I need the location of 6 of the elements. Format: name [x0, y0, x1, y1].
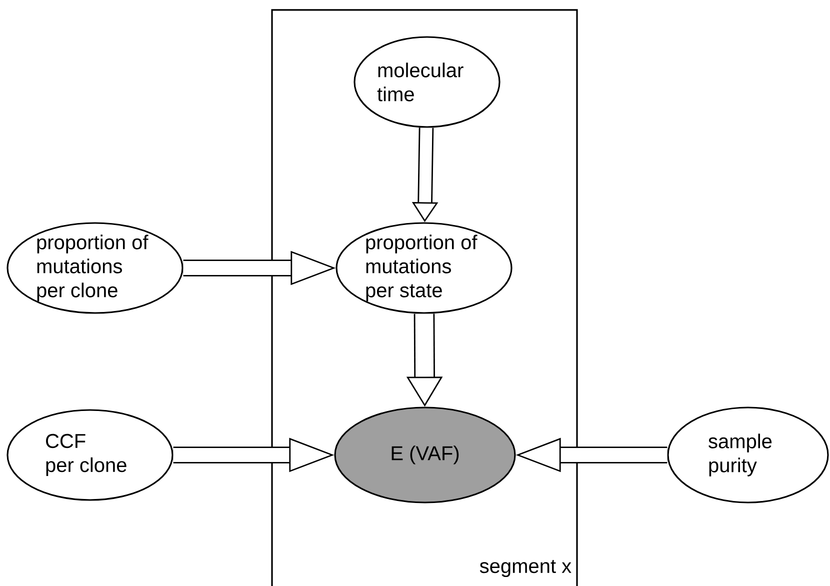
ellipse-node: proportion of mutations per clone — [6, 222, 184, 314]
ellipse-node: sample purity — [667, 406, 829, 504]
ellipse-node: CCF per clone — [6, 409, 174, 501]
ellipse-node: E (VAF) — [334, 406, 516, 504]
ellipse-node: proportion of mutations per state — [336, 222, 512, 314]
ellipse-node: molecular time — [354, 36, 500, 128]
